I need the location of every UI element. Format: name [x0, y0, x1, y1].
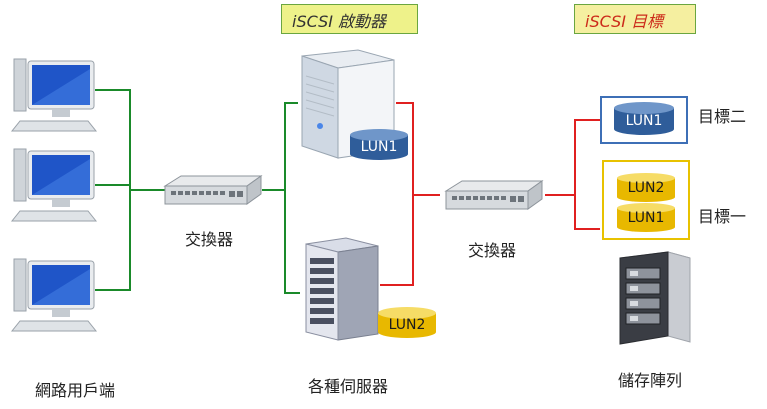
clients-label: 網路用戶端 [35, 381, 116, 400]
computer-icon [10, 58, 98, 132]
initiator-link-top [396, 102, 414, 195]
server-link-top [262, 102, 298, 191]
initiator-title: iSCSI 啟動器 [281, 4, 418, 34]
client-link-top [95, 89, 131, 190]
storage-array [612, 250, 694, 352]
lun-disk-icon [350, 129, 408, 160]
lun-target-one-bottom: LUN1 [615, 202, 677, 234]
initiator-link-bottom [380, 195, 414, 286]
switch-icon [163, 175, 263, 205]
lun-disk-icon [614, 102, 674, 135]
lun-target-two-text: LUN1 [625, 113, 663, 129]
client-link-bottom [95, 190, 131, 291]
server-link-bottom [284, 190, 300, 294]
computer-icon [10, 258, 98, 332]
target-link-bottom [574, 195, 600, 230]
left-switch-label: 交換器 [185, 230, 234, 249]
target-title: iSCSI 目標 [574, 4, 696, 34]
lun-disk-icon [378, 307, 436, 338]
client-computer-2 [8, 145, 100, 229]
lun-target-two: LUN1 [612, 101, 676, 137]
client-computer-1 [8, 55, 100, 139]
lun-target-one-bottom-text: LUN1 [627, 210, 665, 226]
left-switch [163, 172, 263, 216]
target-link-top [545, 119, 600, 196]
tower-server-icon [305, 237, 379, 341]
target-one-label: 目標一 [698, 207, 747, 226]
servers-label: 各種伺服器 [308, 377, 389, 396]
right-switch [444, 177, 544, 221]
storage-server [302, 236, 382, 348]
lun-target-one-top: LUN2 [615, 172, 677, 204]
switch-icon [444, 180, 544, 210]
lun-disk-icon [617, 173, 675, 202]
lun-server-top: LUN1 [348, 128, 410, 162]
storage-array-icon [619, 251, 691, 345]
target-two-label: 目標二 [698, 107, 747, 126]
lun-server-top-text: LUN1 [360, 139, 398, 155]
client-computer-3 [8, 255, 100, 339]
right-switch-label: 交換器 [468, 241, 517, 260]
computer-icon [10, 148, 98, 222]
storage-label: 儲存陣列 [618, 371, 683, 390]
lun-target-one-top-text: LUN2 [627, 180, 665, 196]
lun-server-bottom: LUN2 [376, 306, 438, 340]
lun-server-bottom-text: LUN2 [388, 317, 426, 333]
lun-disk-icon [617, 203, 675, 232]
